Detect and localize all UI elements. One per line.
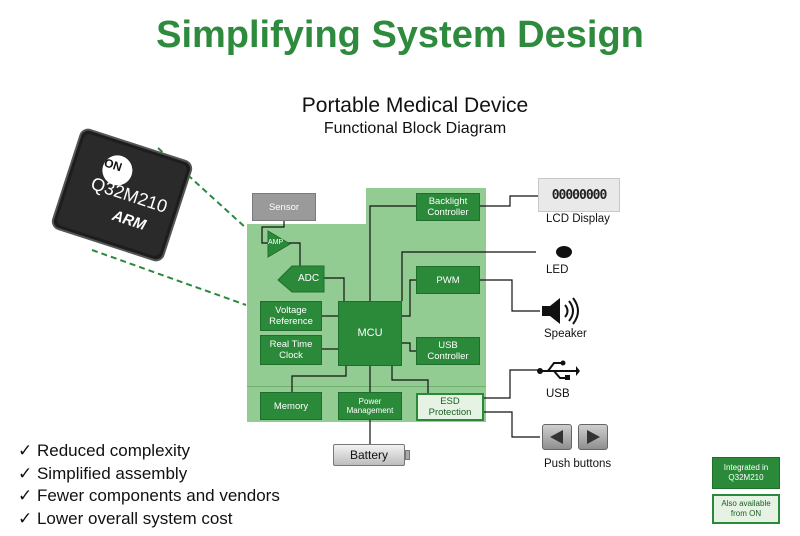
- lcd-display-graphic: 00000000: [538, 178, 620, 212]
- adc-block: ADC: [298, 273, 320, 284]
- led-icon: [556, 246, 572, 258]
- benefit-item: ✓ Simplified assembly: [18, 463, 188, 483]
- diagram-subtitle: Functional Block Diagram: [323, 120, 507, 137]
- benefits-list: ✓ Reduced complexity ✓ Simplified assemb…: [18, 440, 280, 530]
- esd-protection-block: ESD Protection: [416, 393, 484, 421]
- lcd-display-label: LCD Display: [546, 213, 610, 225]
- diagram-title: Portable Medical Device: [301, 94, 529, 117]
- battery: Battery: [333, 444, 405, 466]
- right-arrow-icon: [587, 430, 600, 444]
- region-divider: [247, 386, 486, 387]
- legend-available: Also available from ON: [712, 494, 780, 524]
- usb-controller-block: USB Controller: [416, 337, 480, 365]
- speaker-icon: [542, 297, 579, 325]
- benefit-item: ✓ Reduced complexity: [18, 441, 191, 460]
- voltage-reference-block: Voltage Reference: [260, 301, 322, 331]
- page-title: Simplifying System Design: [156, 14, 644, 56]
- legend-integrated: Integrated in Q32M210: [712, 457, 780, 489]
- power-management-block: Power Management: [338, 392, 402, 420]
- usb-label: USB: [546, 388, 570, 400]
- battery-label: Battery: [349, 448, 388, 462]
- left-arrow-icon: [550, 430, 563, 444]
- usb-icon: [537, 360, 580, 380]
- backlight-controller-block: Backlight Controller: [416, 193, 480, 221]
- lcd-digits: 00000000: [551, 187, 608, 203]
- push-buttons-label: Push buttons: [544, 458, 612, 470]
- mcu-block: MCU: [338, 301, 402, 366]
- benefit-item: ✓ Fewer components and vendors: [18, 486, 280, 505]
- speaker-label: Speaker: [544, 328, 587, 340]
- battery-terminal: [405, 450, 410, 460]
- led-label: LED: [546, 264, 569, 276]
- amp-label: AMP: [268, 239, 284, 246]
- sensor-block: Sensor: [252, 193, 316, 221]
- pwm-block: PWM: [416, 266, 480, 294]
- benefit-item: ✓ Lower overall system cost: [18, 508, 233, 528]
- memory-block: Memory: [260, 392, 322, 420]
- real-time-clock-block: Real Time Clock: [260, 335, 322, 365]
